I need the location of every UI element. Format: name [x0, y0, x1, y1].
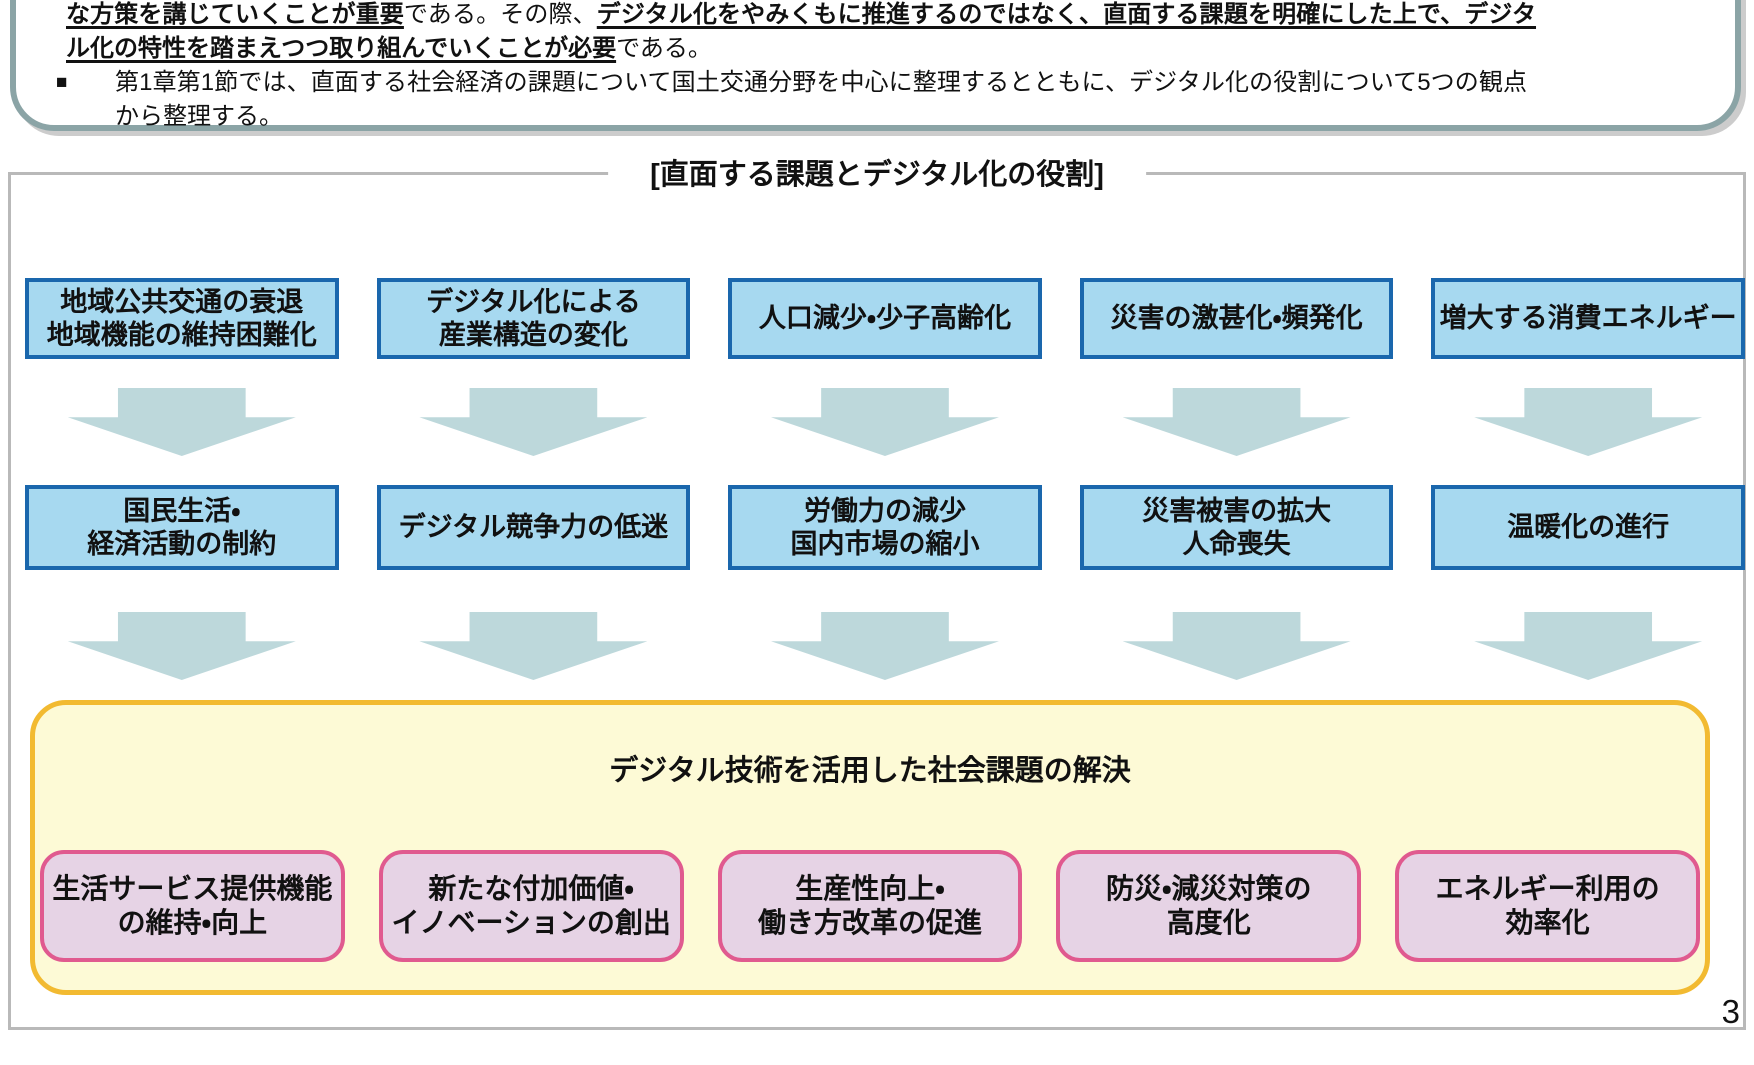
- impact-box: 災害被害の拡大 人命喪失: [1079, 485, 1394, 570]
- solution-panel: デジタル技術を活用した社会課題の解決 生活サービス提供機能 の維持・向上 新たな…: [30, 700, 1710, 995]
- impact-box: 労働力の減少 国内市場の縮小: [728, 485, 1042, 570]
- solution-box: 生産性向上・ 働き方改革の促進: [717, 850, 1023, 962]
- challenges-row: 地域公共交通の衰退 地域機能の維持困難化 デジタル化による 産業構造の変化 人口…: [25, 278, 1745, 359]
- solution-title: デジタル技術を活用した社会課題の解決: [609, 755, 1131, 787]
- arrows-row: [25, 388, 1745, 458]
- summary-bullet-item: ■ 第1章第1節では、直面する社会経済の課題について国土交通分野を中心に整理する…: [56, 66, 1695, 134]
- impact-box: 国民生活・ 経済活動の制約: [25, 485, 339, 570]
- challenge-box: 増大する消費エネルギー: [1431, 278, 1745, 359]
- challenge-box: デジタル化による 産業構造の変化: [376, 278, 691, 359]
- down-arrow-icon: [770, 388, 999, 456]
- arrows-row: [25, 612, 1745, 680]
- impacts-row: 国民生活・ 経済活動の制約 デジタル競争力の低迷 労働力の減少 国内市場の縮小 …: [25, 485, 1745, 570]
- challenge-box: 人口減少・少子高齢化: [728, 278, 1042, 359]
- solution-box: 生活サービス提供機能 の維持・向上: [40, 850, 345, 962]
- down-arrow-icon: [770, 612, 999, 680]
- bullet-square-icon: ■: [56, 72, 68, 93]
- summary-panel: な方策を講じていくことが重要である。その際、デジタル化をやみくもに推進するのでは…: [10, 0, 1741, 131]
- down-arrow-icon: [1474, 612, 1703, 680]
- down-arrow-icon: [1474, 388, 1703, 456]
- solution-items-row: 生活サービス提供機能 の維持・向上 新たな付加価値・ イノベーションの創出 生産…: [40, 850, 1700, 962]
- page-number: 3: [1721, 993, 1740, 1030]
- figure-frame: [直面する課題とデジタル化の役割] 地域公共交通の衰退 地域機能の維持困難化 デ…: [8, 157, 1746, 1030]
- summary-paragraph-continued: な方策を講じていくことが重要である。その際、デジタル化をやみくもに推進するのでは…: [66, 1, 1537, 62]
- down-arrow-icon: [1122, 612, 1351, 680]
- down-arrow-icon: [419, 388, 648, 456]
- summary-bullet-text: 第1章第1節では、直面する社会経済の課題について国土交通分野を中心に整理するとと…: [115, 69, 1527, 130]
- impact-box: デジタル競争力の低迷: [376, 485, 691, 570]
- down-arrow-icon: [67, 612, 296, 680]
- challenge-box: 災害の激甚化・頻発化: [1079, 278, 1394, 359]
- solution-box: 防災・減災対策の 高度化: [1056, 850, 1362, 962]
- down-arrow-icon: [419, 612, 648, 680]
- solution-box: 新たな付加価値・ イノベーションの創出: [378, 850, 684, 962]
- impact-box: 温暖化の進行: [1431, 485, 1745, 570]
- down-arrow-icon: [1122, 388, 1351, 456]
- figure-title: [直面する課題とデジタル化の役割]: [608, 157, 1146, 193]
- down-arrow-icon: [67, 388, 296, 456]
- challenge-box: 地域公共交通の衰退 地域機能の維持困難化: [25, 278, 339, 359]
- solution-box: エネルギー利用の 効率化: [1395, 850, 1700, 962]
